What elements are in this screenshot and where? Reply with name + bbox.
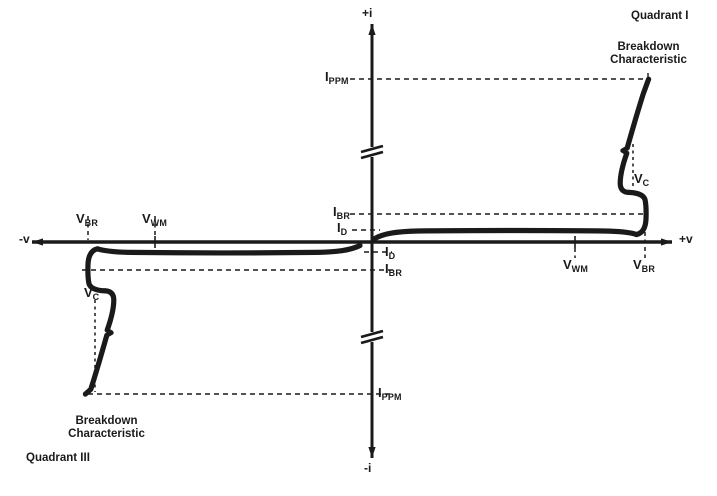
current-marker-ippm-upper: IPPM [325, 69, 349, 86]
voltage-marker-vc-left: VC [84, 285, 100, 302]
quadrant-1-label: Quadrant I [631, 10, 689, 22]
current-marker-ibr-upper: IBR [333, 204, 351, 221]
quadrant-1-curve [371, 76, 652, 242]
vc-right-sub: C [642, 178, 650, 188]
axis-break-lower-icon [360, 329, 384, 345]
current-marker-ippm-lower: IPPM [378, 385, 402, 402]
quadrant-1-clamp-upper-leg [624, 76, 652, 151]
breakdown-bottom-line-1: Breakdown [75, 415, 138, 427]
id-lower-sub: D [388, 251, 396, 261]
vwm-right-base: V [563, 257, 572, 272]
current-axis [368, 24, 376, 458]
quadrant-1-clamp-lower-leg [617, 150, 632, 195]
vwm-right-sub: WM [571, 264, 589, 274]
quadrant-3-clamp-upper-leg [102, 288, 117, 333]
ibr-lower-base: I [385, 261, 389, 276]
voltage-axis [32, 238, 672, 246]
vc-left-sub: C [92, 292, 100, 302]
dashed-reference-lines-quadrant-1 [350, 78, 646, 258]
current-marker-id-lower: ID [385, 244, 396, 261]
vc-right-base: V [634, 171, 643, 186]
voltage-marker-vwm-left: VWM [142, 211, 168, 228]
axis-label-negative-v: -v [19, 232, 30, 246]
axis-label-positive-i: +i [362, 6, 373, 20]
id-upper-sub: D [340, 227, 348, 237]
vbr-right-base: V [633, 257, 642, 272]
current-marker-id-upper: ID [337, 220, 348, 237]
ippm-upper-sub: PPM [328, 76, 349, 86]
quadrant-1-leakage-segment [371, 227, 640, 242]
dashed-reference-lines-quadrant-3 [82, 216, 394, 395]
axis-label-positive-v: +v [679, 232, 693, 246]
ippm-lower-base: I [378, 385, 382, 400]
quadrant-3-label: Quadrant III [26, 452, 90, 464]
id-lower-base: I [385, 244, 389, 259]
quadrant-1-breakdown-segment [625, 189, 649, 238]
vbr-right-sub: BR [641, 264, 656, 274]
breakdown-characteristic-note-top: Breakdown Characteristic [600, 41, 697, 67]
ippm-lower-sub: PPM [381, 392, 402, 402]
current-marker-ibr-lower: IBR [385, 261, 403, 278]
id-upper-base: I [337, 220, 341, 235]
breakdown-characteristic-note-bottom: Breakdown Characteristic [58, 415, 155, 441]
voltage-marker-vc-right: VC [634, 171, 650, 188]
vwm-left-base: V [142, 211, 151, 226]
breakdown-top-line-1: Breakdown [617, 41, 680, 53]
ippm-upper-base: I [325, 69, 329, 84]
vc-left-base: V [84, 285, 93, 300]
voltage-marker-vwm-right: VWM [563, 257, 589, 274]
ibr-upper-sub: BR [336, 211, 351, 221]
voltage-marker-vbr-right: VBR [633, 257, 656, 274]
vbr-left-base: V [76, 211, 85, 226]
breakdown-bottom-line-2: Characteristic [68, 427, 145, 440]
axis-break-upper-icon [360, 144, 384, 160]
quadrant-3-leakage-segment [94, 242, 363, 256]
vbr-left-sub: BR [84, 218, 99, 228]
voltage-marker-vbr-left: VBR [76, 211, 99, 228]
ibr-lower-sub: BR [388, 268, 403, 278]
quadrant-3-breakdown-segment [85, 246, 109, 294]
quadrant-3-curve [82, 242, 363, 397]
ibr-upper-base: I [333, 204, 337, 219]
vwm-left-sub: WM [150, 218, 168, 228]
axis-label-negative-i: -i [364, 461, 372, 475]
breakdown-top-line-2: Characteristic [610, 53, 687, 66]
quadrant-3-clamp-lower-leg [82, 332, 110, 397]
